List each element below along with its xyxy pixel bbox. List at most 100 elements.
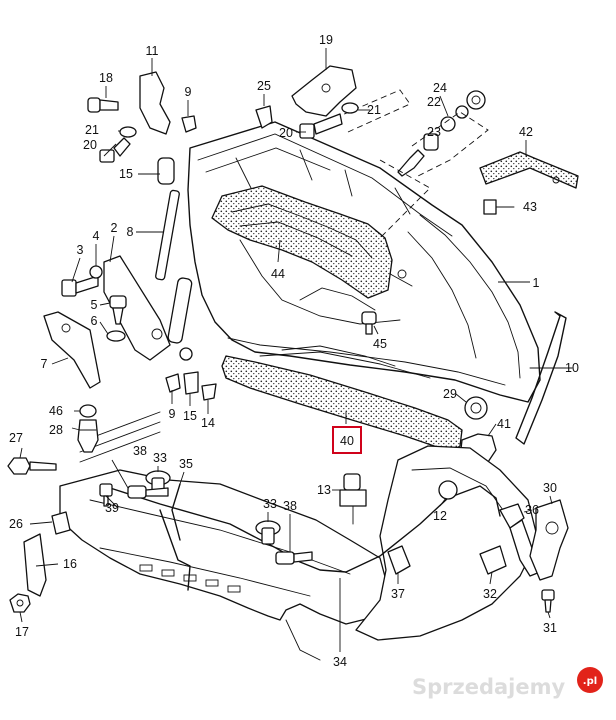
bolt-45: [361, 311, 377, 335]
hood-hinge-2: [103, 255, 171, 361]
label-7: 7: [41, 357, 48, 371]
label-12: 12: [433, 509, 447, 523]
label-16: 16: [63, 557, 77, 571]
label-3: 3: [77, 243, 84, 257]
watermark-badge: [577, 667, 603, 693]
label-8: 8: [127, 225, 134, 239]
bolt-38-left: [127, 485, 169, 499]
hood-seal-strip: [221, 355, 463, 453]
label-26: 26: [9, 517, 23, 531]
clip-37: [387, 545, 411, 575]
nut-17: [9, 593, 31, 613]
label-19: 19: [319, 33, 333, 47]
label-45: 45: [373, 337, 387, 351]
label-38-right: 38: [283, 499, 297, 513]
label-36: 36: [525, 503, 539, 517]
label-15-mid: 15: [183, 409, 197, 423]
bolt-20-left: [99, 137, 131, 163]
clip-26: [51, 511, 71, 535]
label-44: 44: [271, 267, 285, 281]
clip-9-mid: [165, 373, 181, 393]
label-40: 40: [340, 434, 354, 448]
label-22: 22: [427, 95, 441, 109]
bolt-43: [483, 199, 497, 215]
washer-4: [89, 265, 103, 279]
bracket-32: [479, 545, 507, 575]
label-18: 18: [99, 71, 113, 85]
label-29: 29: [443, 387, 457, 401]
watermark: Sprzedajemy .pl: [412, 667, 603, 699]
label-33-right: 33: [263, 497, 277, 511]
grommet-33-right: [255, 520, 281, 545]
callout-labels: 1 2 3 4 5 6 7 8 9 9 10 11 12 13 14 15 15…: [9, 33, 579, 669]
bolt-27: [7, 457, 57, 475]
label-25: 25: [257, 79, 271, 93]
label-5: 5: [91, 298, 98, 312]
label-1: 1: [533, 276, 540, 290]
clip-15-mid: [183, 371, 199, 395]
label-46: 46: [49, 404, 63, 418]
washer-6: [106, 330, 126, 342]
label-37: 37: [391, 587, 405, 601]
bolt-5: [109, 295, 127, 325]
bolt-20-top: [299, 113, 343, 139]
hood-lock-19: [291, 65, 357, 117]
label-39: 39: [105, 501, 119, 515]
buffer-28: [77, 419, 99, 453]
hood-support-rod: [515, 311, 567, 445]
label-21-left: 21: [85, 123, 99, 137]
gas-strut: [155, 157, 193, 361]
highlight-box-40: [332, 426, 362, 454]
buffer-46: [79, 404, 97, 418]
label-31: 31: [543, 621, 557, 635]
label-15-top: 15: [119, 167, 133, 181]
latch-13: [339, 473, 367, 525]
label-28: 28: [49, 423, 63, 437]
screw-39: [99, 483, 113, 507]
label-9-top: 9: [185, 85, 192, 99]
label-21-top: 21: [367, 103, 381, 117]
bracket-16: [23, 533, 47, 597]
front-frame: [59, 411, 389, 661]
cable-grommet-12: [438, 480, 458, 500]
label-20-left: 20: [83, 138, 97, 152]
screw-3: [61, 275, 99, 297]
lever-mount-30: [529, 499, 569, 581]
label-20-top: 20: [279, 126, 293, 140]
label-43: 43: [523, 200, 537, 214]
inner-fender: [355, 445, 539, 641]
label-14: 14: [201, 416, 215, 430]
label-30: 30: [543, 481, 557, 495]
label-32: 32: [483, 587, 497, 601]
label-35: 35: [179, 457, 193, 471]
label-33-left: 33: [153, 451, 167, 465]
label-6: 6: [91, 314, 98, 328]
label-27: 27: [9, 431, 23, 445]
screw-31: [541, 589, 555, 613]
clip-25: [255, 105, 273, 129]
label-41: 41: [497, 417, 511, 431]
label-4: 4: [93, 229, 100, 243]
label-11: 11: [146, 44, 159, 58]
bolt-18: [87, 97, 119, 113]
label-2: 2: [111, 221, 118, 235]
label-10: 10: [565, 361, 579, 375]
hinge-bracket-11: [139, 71, 171, 135]
lock-cylinder-24: [397, 90, 486, 177]
label-23: 23: [427, 125, 441, 139]
label-24: 24: [433, 81, 447, 95]
lock-catch-29: [464, 396, 488, 420]
rod-35: [171, 483, 181, 541]
bolt-38-right: [275, 551, 313, 565]
label-34: 34: [333, 655, 347, 669]
leader-lines: [19, 48, 562, 652]
watermark-suffix: .pl: [583, 676, 597, 687]
hood-bracket-42: [479, 151, 579, 189]
release-cable: [103, 485, 501, 573]
label-38-left: 38: [133, 444, 147, 458]
watermark-text: Sprzedajemy: [412, 675, 566, 699]
label-42: 42: [519, 125, 533, 139]
label-9-mid: 9: [169, 407, 176, 421]
washer-21-top: [341, 102, 359, 114]
